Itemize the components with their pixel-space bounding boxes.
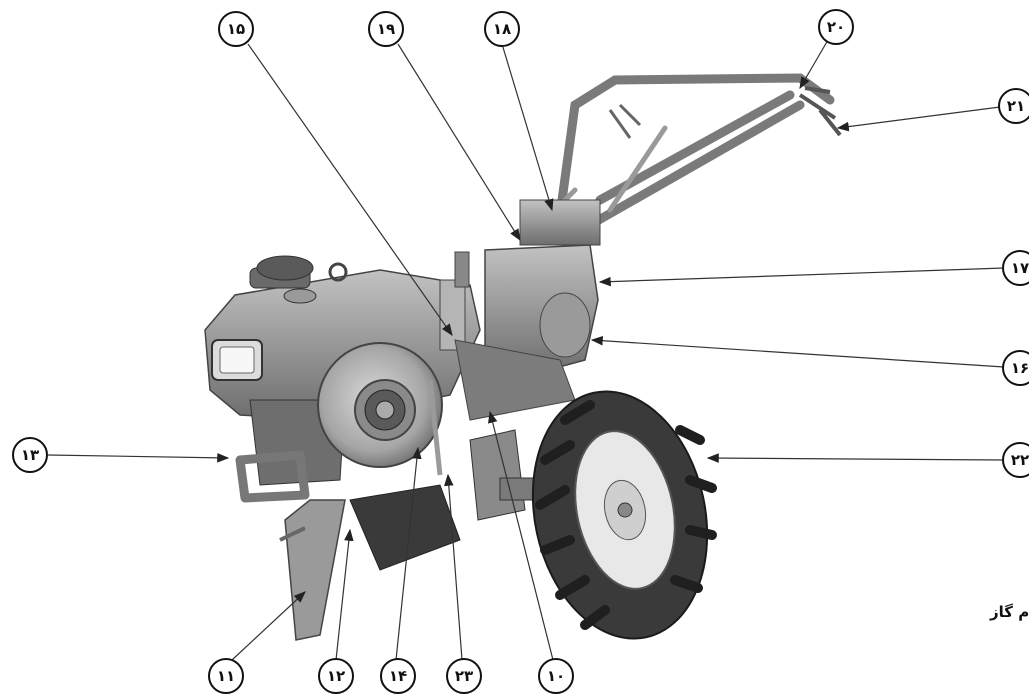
grip-lever-left [608, 103, 642, 139]
svg-text:۲۲: ۲۲ [1011, 451, 1029, 469]
callout-19: ۱۹ [368, 11, 404, 47]
svg-text:۱۴: ۱۴ [389, 667, 407, 685]
callout-16: ۱۶ [1002, 350, 1029, 386]
svg-text:۲۱: ۲۱ [1007, 97, 1025, 115]
callout-23: ۲۳ [446, 658, 482, 694]
control-box [519, 199, 601, 246]
callout-20: ۲۰ [818, 9, 854, 45]
callout-12: ۱۲ [318, 658, 354, 694]
svg-text:۱۱: ۱۱ [217, 667, 235, 685]
svg-text:۲۰: ۲۰ [827, 18, 845, 36]
svg-text:۲۳: ۲۳ [455, 667, 473, 685]
tire-right [531, 390, 717, 640]
svg-text:۱۵: ۱۵ [227, 20, 245, 38]
tire-left [349, 484, 461, 571]
callout-17: ۱۷ [1002, 250, 1029, 286]
svg-text:۱۳: ۱۳ [21, 446, 39, 464]
callout-15: ۱۵ [218, 11, 254, 47]
side-text: م گاز [990, 603, 1029, 621]
svg-text:۱۷: ۱۷ [1011, 259, 1029, 277]
front-bumper [235, 450, 310, 503]
callout-11: ۱۱ [208, 658, 244, 694]
leader-lines [47, 39, 1005, 661]
callout-18: ۱۸ [484, 11, 520, 47]
stand [284, 499, 346, 641]
svg-text:۱۹: ۱۹ [377, 20, 395, 38]
handlebar [555, 73, 835, 230]
tiller-illustration [204, 73, 842, 641]
callouts: ۱۵ ۱۹ ۱۸ ۲۰ ۲۱ ۱۷ ۱۶ ۲۲ [12, 9, 1029, 694]
svg-text:۱۶: ۱۶ [1011, 359, 1029, 377]
callout-21: ۲۱ [998, 88, 1029, 124]
callout-13: ۱۳ [12, 437, 48, 473]
callout-14: ۱۴ [380, 658, 416, 694]
svg-text:۱۰: ۱۰ [547, 667, 565, 685]
callout-22: ۲۲ [1002, 442, 1029, 478]
callout-10: ۱۰ [538, 658, 574, 694]
svg-text:۱۲: ۱۲ [327, 667, 345, 685]
svg-text:۱۸: ۱۸ [493, 20, 511, 38]
